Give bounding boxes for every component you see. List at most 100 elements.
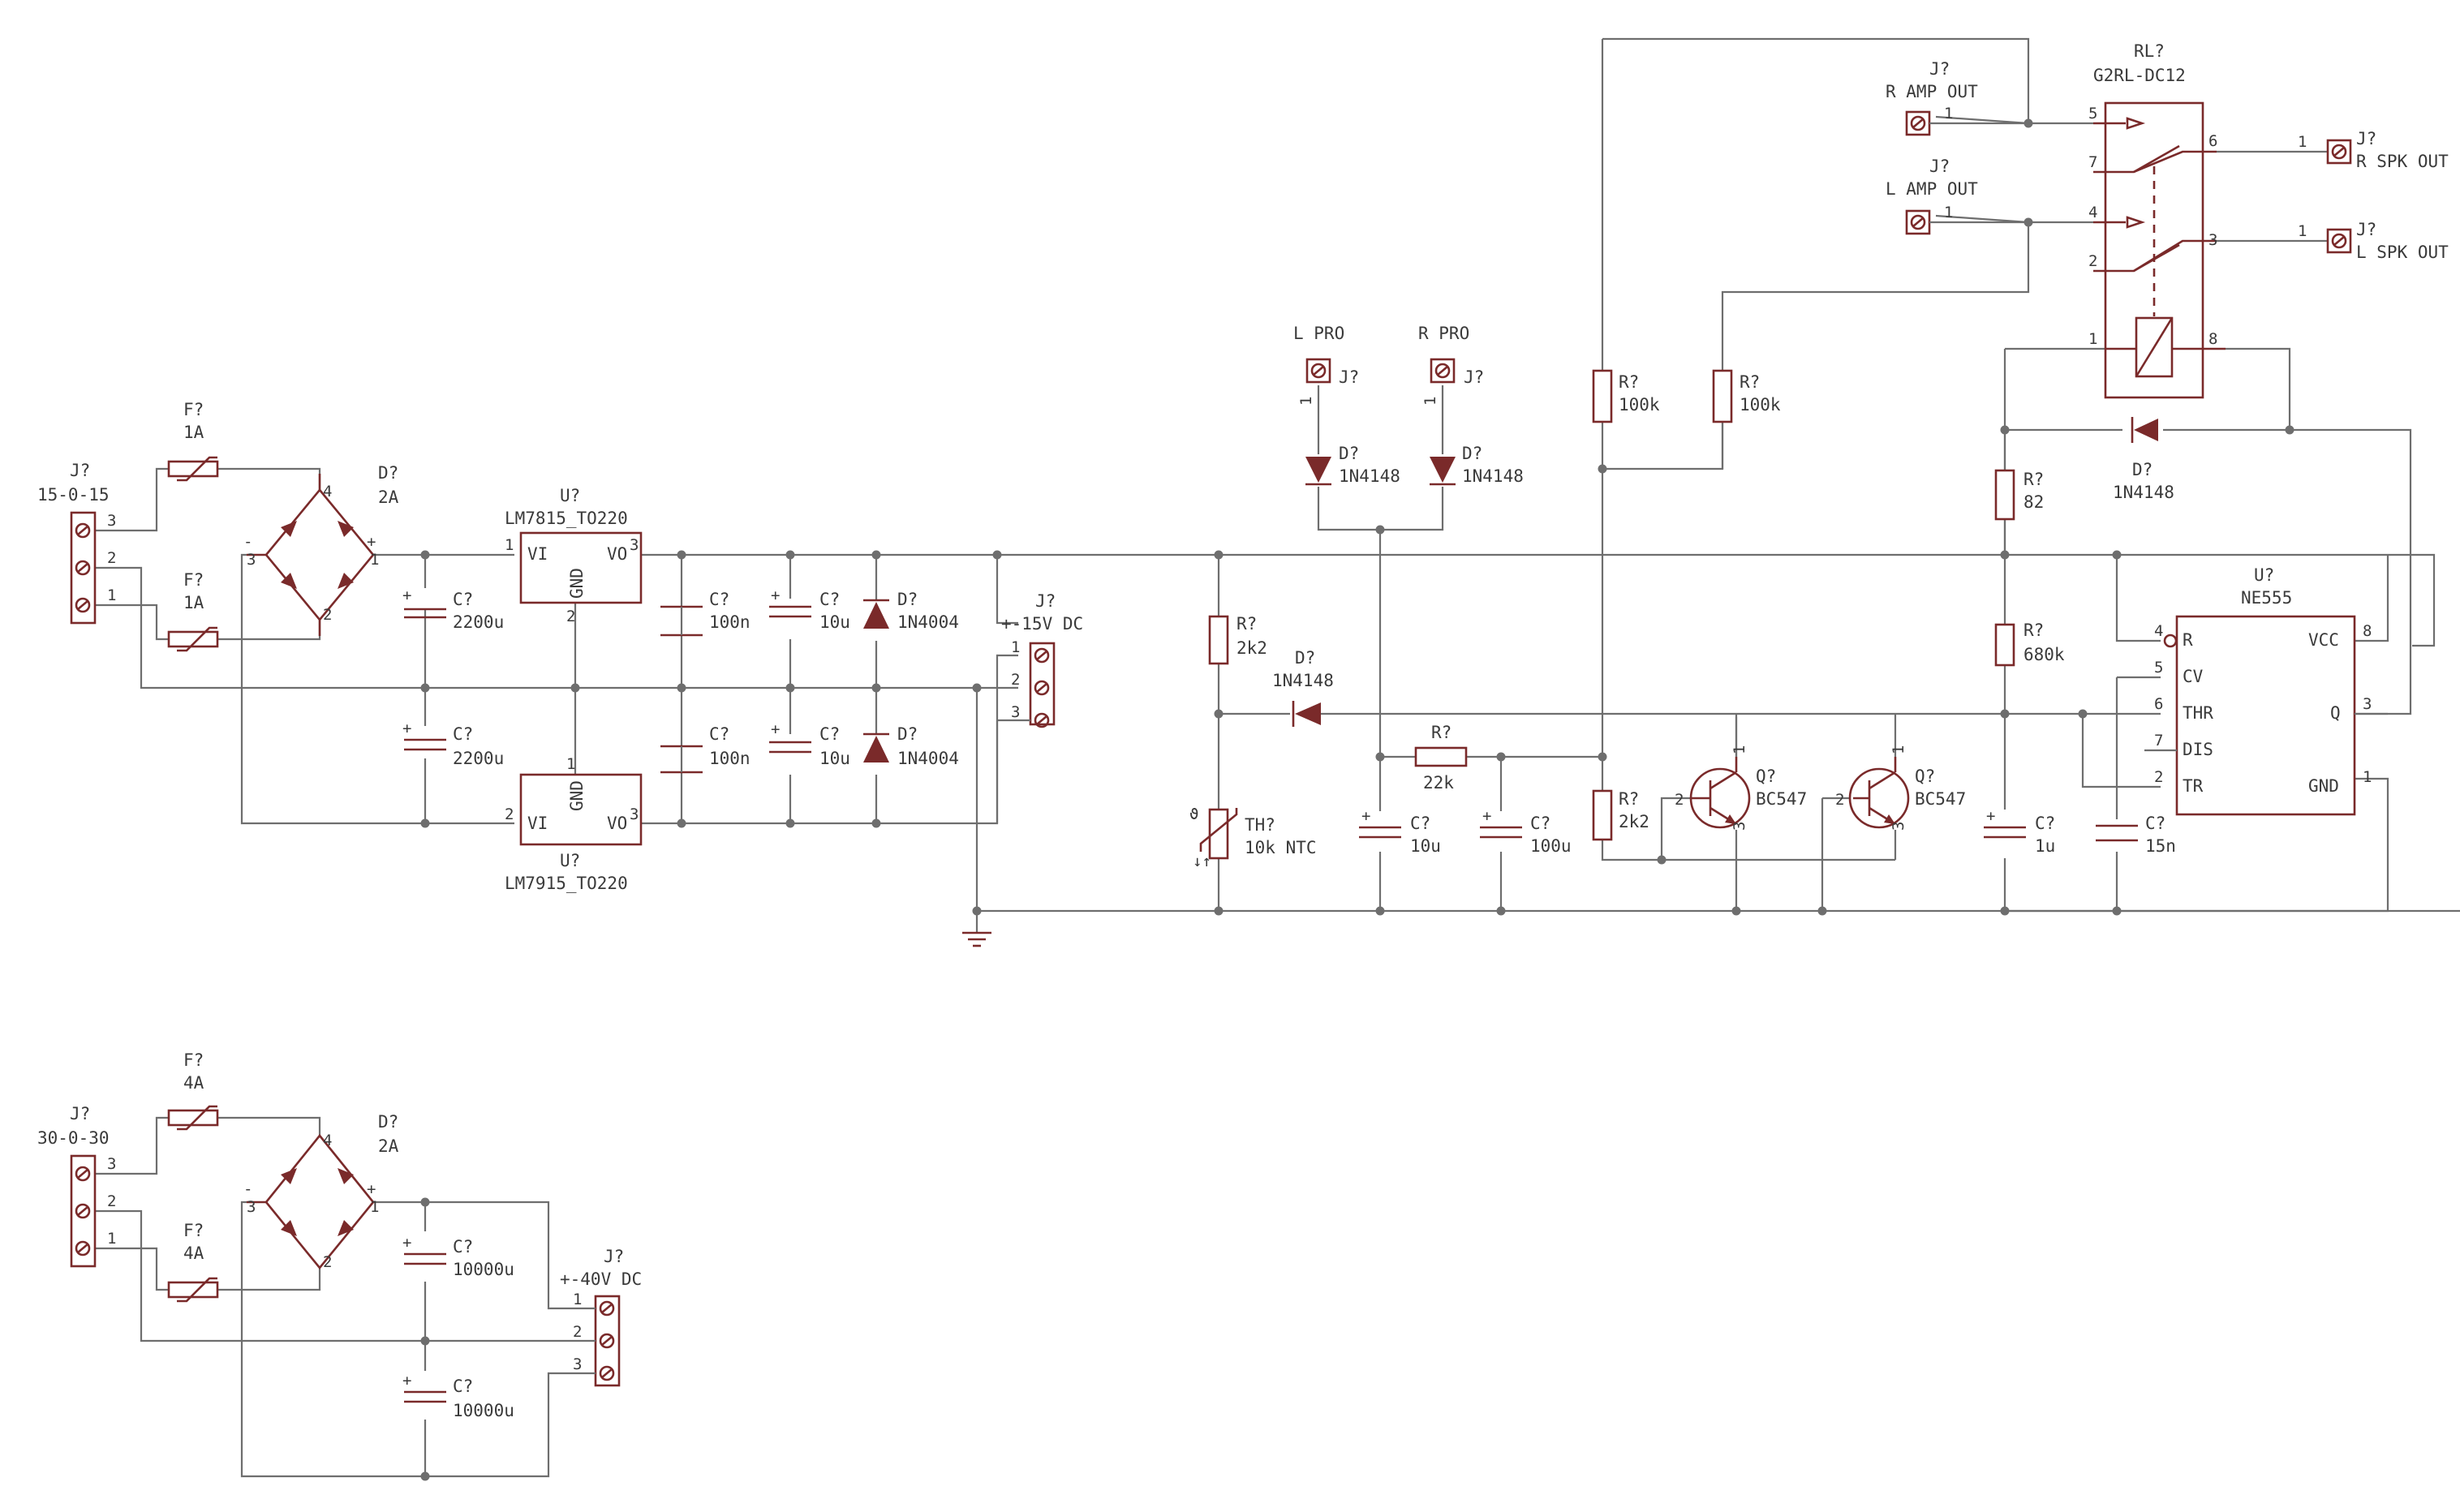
fuse-1[interactable]: F? 1A (167, 400, 219, 482)
transistor-bc547-1[interactable]: Q? BC547 2 1 3 (1675, 745, 1807, 831)
j-high-pin: 2 (107, 1192, 116, 1210)
timer-ne555[interactable]: R CV THR DIS TR 4 5 6 7 2 VCC Q GND 8 3 … (2144, 565, 2388, 816)
diode-1n4148-r[interactable]: D? 1N4148 (1430, 444, 1524, 486)
conn-pin: 1 (1297, 397, 1315, 406)
diode-1n4148-flyback[interactable]: D? 1N4148 (2113, 417, 2174, 502)
capacitor-10u-delay[interactable]: + C? 10u (1359, 807, 1441, 856)
resistor-2k2-left[interactable]: R? 2k2 (1208, 614, 1267, 665)
th-value: 10k NTC (1245, 838, 1317, 857)
resistor-2k2-right[interactable]: R? 2k2 (1592, 789, 1649, 841)
j-low-ref: J? (70, 461, 90, 480)
svg-text:+: + (402, 719, 411, 737)
relay-ref: RL? (2134, 41, 2165, 61)
reg-gnd: GND (567, 780, 587, 811)
ne555-pin: 3 (2363, 695, 2372, 713)
capacitor-10u-bottom[interactable]: + C? 10u (769, 720, 850, 768)
relay-pin: 4 (2088, 204, 2097, 221)
j-low-pin: 3 (107, 512, 116, 530)
resistor-680k[interactable]: R? 680k (1994, 621, 2065, 667)
capacitor-15n[interactable]: C? 15n (2096, 814, 2176, 856)
q-pin: 3 (1890, 822, 1907, 831)
bridge-pin: 2 (323, 606, 332, 624)
res-value: 100k (1619, 395, 1660, 415)
capacitor-10u-top[interactable]: + C? 10u (769, 586, 850, 632)
reg-ref: U? (560, 851, 580, 870)
cap-value: 100n (709, 749, 750, 768)
diode-ref: D? (897, 724, 918, 744)
cap-value: 15n (2145, 836, 2176, 856)
th-ref: TH? (1245, 815, 1275, 835)
relay-pin: 5 (2088, 105, 2097, 122)
connector-r-amp-out[interactable]: J? R AMP OUT 1 (1886, 59, 2028, 136)
fuse-4[interactable]: F? 4A (167, 1221, 219, 1303)
input-connector-low[interactable]: J? 15-0-15 3 2 1 (37, 461, 116, 625)
connector-l-pro[interactable]: L PRO J? 1 (1293, 324, 1359, 406)
connector-r-spk-out[interactable]: J? R SPK OUT 1 (2298, 129, 2449, 171)
capacitor-100u[interactable]: + C? 100u (1480, 807, 1572, 856)
ne555-ref: U? (2254, 565, 2274, 585)
bridge-plus: + (367, 1180, 376, 1198)
cap-value: 1u (2035, 836, 2055, 856)
diode-1n4004-top[interactable]: D? 1N4004 (863, 590, 959, 632)
capacitor-2200u-top[interactable]: + C? 2200u (402, 586, 504, 632)
thermistor-ntc[interactable]: ϑ ↓↑ TH? 10k NTC (1189, 805, 1317, 870)
cap-value: 2200u (453, 612, 504, 632)
connector-r-pro[interactable]: R PRO J? 1 (1418, 324, 1484, 406)
resistor-22k[interactable]: R? 22k (1414, 723, 1468, 793)
j-high-pin: 1 (107, 1230, 116, 1248)
conn-pin: 2 (1011, 671, 1020, 689)
conn-pin: 2 (573, 1323, 582, 1341)
diode-ref: D? (1295, 648, 1315, 668)
capacitor-10000u-top[interactable]: + C? 10000u (402, 1234, 514, 1279)
capacitor-100n-top[interactable]: C? 100n (660, 590, 750, 637)
fuse-ref: F? (183, 570, 204, 590)
conn-pin: 1 (1944, 204, 1953, 221)
cap-ref: C? (1410, 814, 1430, 833)
resistor-100k-right[interactable]: R? 100k (1712, 369, 1781, 423)
bridge-value: 2A (378, 488, 399, 507)
svg-text:+: + (402, 586, 411, 604)
input-connector-high[interactable]: J? 30-0-30 3 2 1 (37, 1104, 116, 1268)
q-value: BC547 (1756, 789, 1807, 809)
connector-l-spk-out[interactable]: J? L SPK OUT 1 (2298, 220, 2449, 262)
bridge-rectifier-high[interactable]: D? 2A + 1 - 3 4 2 (243, 1112, 399, 1271)
connector-40v-dc[interactable]: J? +-40V DC 1 2 3 (560, 1247, 642, 1387)
transistor-bc547-2[interactable]: Q? BC547 2 1 3 (1835, 745, 1966, 831)
bridge-ref: D? (378, 1112, 398, 1132)
q-ref: Q? (1915, 767, 1935, 786)
cap-ref: C? (453, 1237, 473, 1256)
regulator-lm7915[interactable]: VI VO GND 2 3 1 U? LM7915_TO220 (505, 755, 643, 893)
capacitor-1u[interactable]: + C? 1u (1984, 807, 2055, 856)
diode-1n4148-horizontal[interactable]: D? 1N4148 (1272, 648, 1334, 727)
thermistor-mark: ϑ (1189, 805, 1198, 823)
j-high-pin: 3 (107, 1155, 116, 1173)
diode-1n4148-l[interactable]: D? 1N4148 (1305, 444, 1400, 486)
cap-ref: C? (453, 590, 473, 609)
diode-1n4004-bottom[interactable]: D? 1N4004 (863, 724, 959, 768)
conn-ref: J? (1929, 157, 1950, 176)
connector-15v-dc[interactable]: J? +-15V DC 1 2 3 (996, 591, 1083, 823)
capacitor-100n-bottom[interactable]: C? 100n (660, 724, 750, 774)
junctions (420, 118, 2294, 1481)
ne555-pin-label: VCC (2308, 630, 2339, 650)
conn-pin: 1 (1011, 638, 1020, 656)
bridge-rectifier-low[interactable]: D? 2A + 1 - 3 4 2 (243, 463, 399, 636)
ne555-pin-label: TR (2183, 776, 2204, 796)
res-value: 100k (1740, 395, 1781, 415)
conn-pin: 1 (1944, 105, 1953, 122)
relay-g2rl[interactable]: 5 7 4 2 1 6 3 8 RL? G2RL-DC12 (2088, 41, 2226, 399)
cap-ref: C? (453, 724, 473, 744)
conn-value: L PRO (1293, 324, 1344, 343)
capacitor-2200u-bottom[interactable]: + C? 2200u (402, 719, 504, 768)
resistor-82[interactable]: R? 82 (1994, 469, 2044, 521)
res-value: 680k (2023, 645, 2065, 664)
resistor-100k-left[interactable]: R? 100k (1592, 369, 1660, 423)
fuse-2[interactable]: F? 1A (167, 570, 219, 652)
connector-l-amp-out[interactable]: J? L AMP OUT 1 (1886, 157, 2028, 235)
conn-ref: J? (1339, 367, 1359, 387)
relay-pin: 2 (2088, 252, 2097, 270)
fuse-3[interactable]: F? 4A (167, 1050, 219, 1131)
regulator-lm7815[interactable]: VI VO GND 1 3 2 U? LM7815_TO220 (505, 486, 643, 625)
capacitor-10000u-bottom[interactable]: + C? 10000u (402, 1372, 514, 1420)
ne555-pin: 6 (2154, 695, 2163, 713)
